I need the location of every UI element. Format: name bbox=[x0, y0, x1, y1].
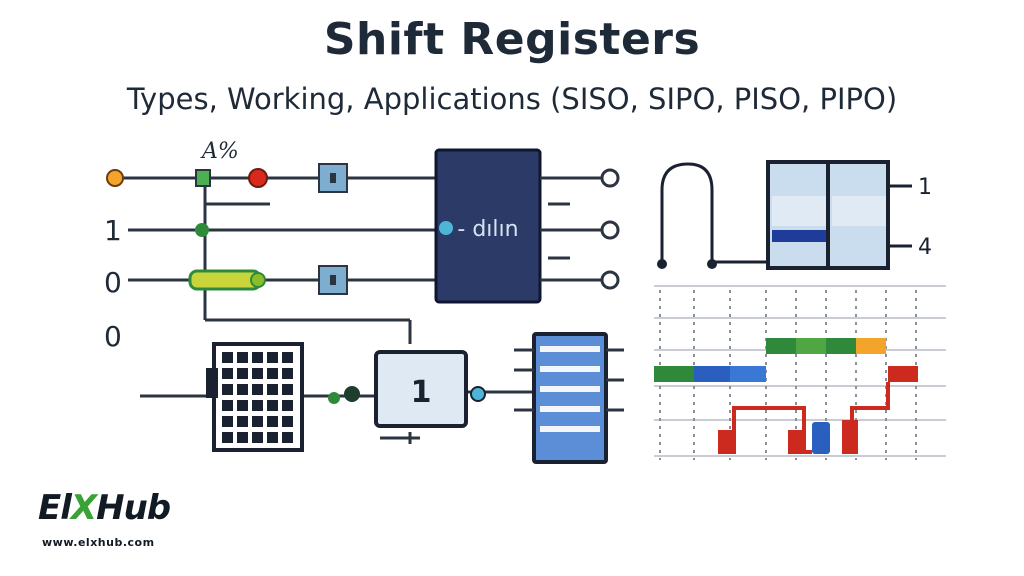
grid-chip-cell bbox=[222, 432, 233, 443]
timing-blue-pulse bbox=[812, 422, 830, 454]
timing-red-pulse-2 bbox=[788, 430, 804, 454]
timing-red-pulse-3 bbox=[842, 420, 858, 454]
grid-chip-cell bbox=[237, 400, 248, 411]
grid-chip-cell bbox=[222, 384, 233, 395]
grid-chip-cell bbox=[267, 432, 278, 443]
grid-chip-cell bbox=[237, 368, 248, 379]
lower-wires bbox=[140, 320, 534, 444]
latch-green-top bbox=[195, 169, 211, 187]
grid-chip-cell bbox=[252, 400, 263, 411]
latch-bar-end bbox=[250, 272, 266, 288]
grid-chip-cells bbox=[222, 352, 293, 443]
grid-chip-cell bbox=[252, 368, 263, 379]
input-node-orange bbox=[106, 169, 124, 187]
output-label-2: 4 bbox=[918, 235, 932, 260]
grid-chip-cell bbox=[282, 368, 293, 379]
output-chip-stripes bbox=[540, 346, 600, 432]
grid-chip-cell bbox=[222, 400, 233, 411]
register-block bbox=[434, 148, 542, 304]
output-terminal-3 bbox=[600, 270, 620, 290]
input-label-3: 0 bbox=[104, 320, 122, 353]
buffer-box bbox=[374, 350, 468, 428]
grid-chip-cell bbox=[282, 416, 293, 427]
input-node-red bbox=[248, 168, 268, 188]
brand-logo-accent: X bbox=[70, 488, 97, 528]
register-block-text: - dılın bbox=[457, 217, 518, 242]
grid-chip-cell bbox=[267, 368, 278, 379]
grid-chip-cell bbox=[222, 416, 233, 427]
clock-dot-1 bbox=[657, 259, 667, 269]
buffer-input-node bbox=[344, 386, 360, 402]
timing-signal-bar-bottom bbox=[654, 366, 766, 382]
timing-red-flag bbox=[888, 366, 918, 382]
input-wires bbox=[120, 176, 436, 322]
buffer-input-node-2 bbox=[328, 392, 340, 404]
grid-chip-cell bbox=[237, 352, 248, 363]
grid-chip-cell bbox=[237, 384, 248, 395]
output-chip bbox=[532, 332, 608, 464]
brand-logo-suffix: Hub bbox=[96, 488, 171, 528]
grid-chip-cell bbox=[222, 352, 233, 363]
grid-chip-cell bbox=[252, 384, 263, 395]
grid-chip-cell bbox=[282, 400, 293, 411]
output-terminal-1 bbox=[600, 168, 620, 188]
grid-chip-cell bbox=[222, 368, 233, 379]
brand-url: www.elxhub.com bbox=[42, 536, 155, 549]
buffer-label: 1 bbox=[411, 375, 432, 410]
grid-chip-cell bbox=[252, 416, 263, 427]
buffer-output-node bbox=[470, 386, 486, 402]
register-bank-bands bbox=[772, 196, 886, 226]
grid-chip-cell bbox=[267, 384, 278, 395]
page-title: Shift Registers bbox=[323, 14, 701, 65]
latch-green-bar bbox=[188, 269, 262, 291]
clock-dot-2 bbox=[707, 259, 717, 269]
page-subtitle: Types, Working, Applications (SISO, SIPO… bbox=[126, 82, 898, 116]
grid-chip-cell bbox=[237, 432, 248, 443]
input-node-green bbox=[195, 223, 209, 237]
register-output-wires bbox=[540, 176, 602, 282]
grid-chip-cell bbox=[282, 352, 293, 363]
top-wire-label: A% bbox=[200, 139, 239, 164]
input-label-1: 1 bbox=[104, 214, 122, 247]
grid-chip-cell bbox=[237, 416, 248, 427]
timing-red-pulse-1 bbox=[718, 430, 734, 454]
grid-chip-cell bbox=[252, 432, 263, 443]
register-bank-bar bbox=[772, 230, 826, 242]
grid-chip-cell bbox=[267, 400, 278, 411]
grid-chip-cell bbox=[282, 432, 293, 443]
output-chip-pins bbox=[514, 348, 624, 412]
timing-signal-bar-top bbox=[766, 338, 886, 354]
output-terminal-2 bbox=[600, 220, 620, 240]
grid-chip-cell bbox=[267, 352, 278, 363]
brand-logo: ElXHub bbox=[38, 488, 171, 528]
grid-chip-clip bbox=[206, 368, 218, 398]
clock-pulse-wave bbox=[660, 162, 770, 264]
grid-chip-cell bbox=[267, 416, 278, 427]
grid-chip-cell bbox=[252, 352, 263, 363]
grid-chip-cell bbox=[282, 384, 293, 395]
brand-logo-prefix: El bbox=[38, 488, 72, 528]
output-label-1: 1 bbox=[918, 175, 932, 200]
input-label-2: 0 bbox=[104, 266, 122, 299]
register-input-node bbox=[439, 221, 453, 235]
